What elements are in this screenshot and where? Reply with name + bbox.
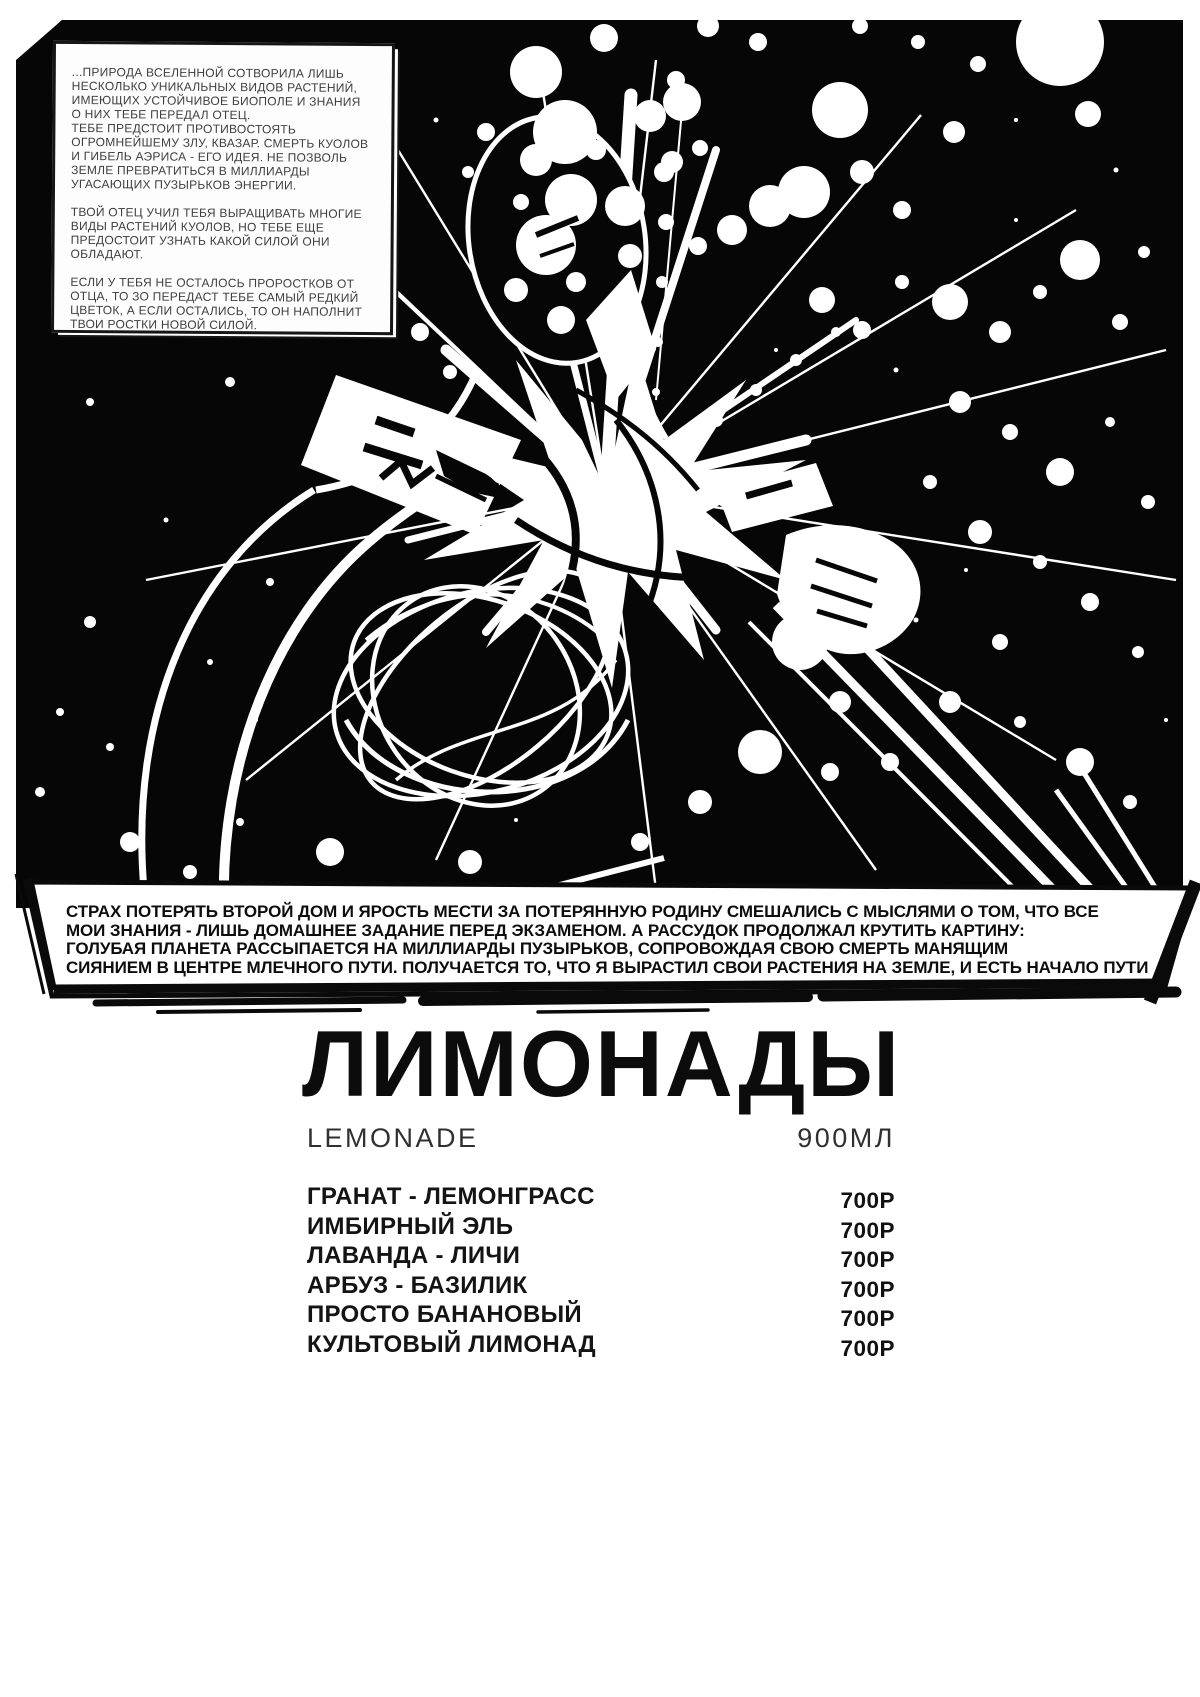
caption-line: СИЯНИЕМ В ЦЕНТРЕ МЛЕЧНОГО ПУТИ. ПОЛУЧАЕТ… [66, 957, 1149, 977]
caption-line: СТРАХ ПОТЕРЯТЬ ВТОРОЙ ДОМ И ЯРОСТЬ МЕСТИ… [66, 902, 1099, 921]
menu-item-price: 700Р [840, 1335, 895, 1361]
menu-item-name: ЛАВАНДА - ЛИЧИ [307, 1242, 521, 1269]
menu-item-row: АРБУЗ - БАЗИЛИК 700Р [307, 1272, 895, 1302]
scribble-ball [331, 568, 631, 808]
speech-paragraph: ...ПРИРОДА ВСЕЛЕННОЙ СОТВОРИЛА ЛИШЬ НЕСК… [70, 64, 369, 193]
menu-section: ЛИМОНАДЫ LEMONADE 900МЛ ГРАНАТ - ЛЕМОНГР… [302, 1014, 899, 1361]
brush-smear [92, 986, 1182, 1014]
menu-item-name: ГРАНАТ - ЛЕМОНГРАСС [307, 1183, 595, 1210]
menu-item-price: 700Р [840, 1306, 895, 1331]
menu-item-row: ПРОСТО БАНАНОВЫЙ 700Р [307, 1301, 895, 1331]
speech-bubble: ...ПРИРОДА ВСЕЛЕННОЙ СОТВОРИЛА ЛИШЬ НЕСК… [50, 40, 396, 336]
menu-item-price: 700Р [840, 1217, 895, 1243]
menu-item-name: КУЛЬТОВЫЙ ЛИМОНАД [307, 1330, 596, 1358]
menu-title: ЛИМОНАДЫ [302, 1011, 902, 1116]
comic-illustration [16, 20, 1177, 908]
menu-item-name: ИМБИРНЫЙ ЭЛЬ [307, 1212, 514, 1240]
caption-line: МОИ ЗНАНИЯ - ЛИШЬ ДОМАШНЕЕ ЗАДАНИЕ ПЕРЕД… [66, 920, 1025, 940]
speech-text: ...ПРИРОДА ВСЕЛЕННОЙ СОТВОРИЛА ЛИШЬ НЕСК… [70, 65, 382, 333]
menu-item-name: АРБУЗ - БАЗИЛИК [307, 1271, 528, 1299]
menu-item-name: ПРОСТО БАНАНОВЫЙ [307, 1301, 582, 1328]
caption-line: ГОЛУБАЯ ПЛАНЕТА РАССЫПАЕТСЯ НА МИЛЛИАРДЫ… [66, 939, 1009, 959]
menu-item-row: ГРАНАТ - ЛЕМОНГРАСС 700Р [307, 1183, 895, 1213]
speech-paragraph: ТВОЙ ОТЕЦ УЧИЛ ТЕБЯ ВЫРАЩИВАТЬ МНОГИЕ ВИ… [70, 204, 362, 262]
menu-subtitle-en: LEMONADE [307, 1123, 479, 1153]
menu-item-price: 700Р [840, 1188, 895, 1213]
speech-paragraph: ЕСЛИ У ТЕБЯ НЕ ОСТАЛОСЬ ПРОРОСТКОВ ОТ ОТ… [69, 274, 363, 333]
caption-frame [14, 873, 1200, 1014]
exploding-object-left [301, 375, 521, 535]
menu-volume: 900МЛ [797, 1123, 895, 1153]
menu-item-row: ЛАВАНДА - ЛИЧИ 700Р [307, 1242, 895, 1272]
caption-text: СТРАХ ПОТЕРЯТЬ ВТОРОЙ ДОМ И ЯРОСТЬ МЕСТИ… [66, 902, 1156, 977]
menu-item-price: 700Р [840, 1247, 895, 1272]
menu-item-row: ИМБИРНЫЙ ЭЛЬ 700Р [307, 1213, 895, 1243]
menu-item-price: 700Р [840, 1276, 895, 1302]
bubbles [35, 20, 1168, 879]
comic-panel [16, 20, 1183, 908]
menu-item-row: КУЛЬТОВЫЙ ЛИМОНАД 700Р [307, 1331, 895, 1361]
menu-subtitle-row: LEMONADE 900МЛ [307, 1123, 895, 1154]
